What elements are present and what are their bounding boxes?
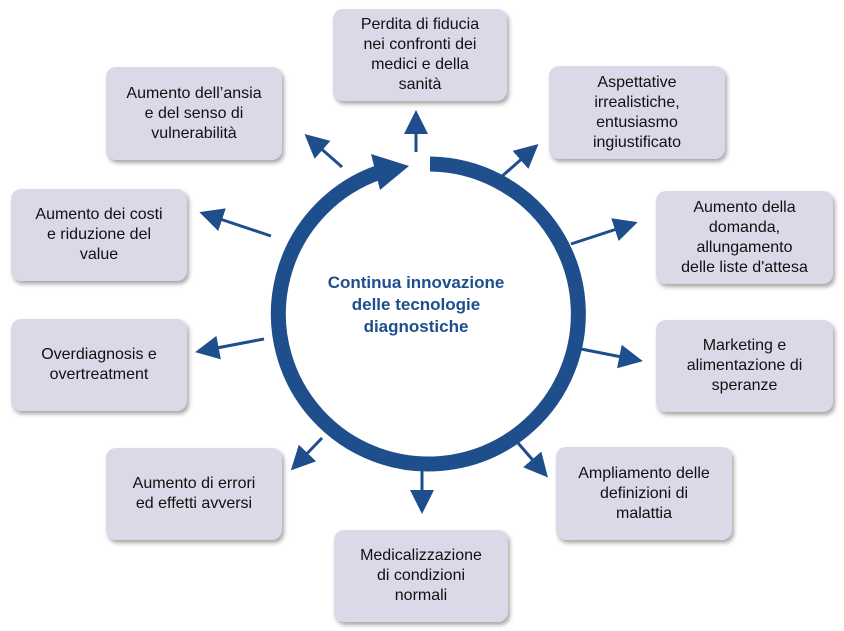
node-left-upper-label: Aumento dei costi e riduzione del value <box>35 206 163 263</box>
node-top-right-label: Aspettative irrealistiche, entusiasmo in… <box>592 73 682 151</box>
node-bottom: Medicalizzazione di condizioni normali <box>334 530 508 622</box>
node-bottom-right-label: Ampliamento delle definizioni di malatti… <box>578 464 710 522</box>
arrow-to-bottom-left <box>290 436 324 471</box>
node-left-lower-label: Overdiagnosis e overtreatment <box>41 346 157 383</box>
arrow-to-top-right <box>499 144 539 180</box>
node-top-right: Aspettative irrealistiche, entusiasmo in… <box>549 66 725 159</box>
arrow-to-bottom-right <box>516 442 548 478</box>
node-left-upper: Aumento dei costi e riduzione del value <box>11 189 187 281</box>
arrow-to-top-left <box>304 134 343 169</box>
node-top-left: Aumento dell’ansia e del senso di vulner… <box>106 67 282 160</box>
node-top-left-label: Aumento dell’ansia e del senso di vulner… <box>126 84 262 142</box>
cycle-ring <box>270 156 586 472</box>
node-bottom-left-label: Aumento di errori ed effetti avversi <box>132 475 256 512</box>
node-top-label: Perdita di fiducia nei confronti dei med… <box>360 16 480 93</box>
node-bottom-left: Aumento di errori ed effetti avversi <box>106 448 282 540</box>
arrow-to-left-lower <box>195 335 265 360</box>
cycle-arrowhead <box>371 154 409 190</box>
arrow-to-right-upper <box>570 218 638 246</box>
node-left-lower: Overdiagnosis e overtreatment <box>11 319 187 411</box>
node-right-lower: Marketing e alimentazione di speranze <box>656 320 833 412</box>
node-right-upper: Aumento della domanda, allungamento dell… <box>656 191 833 284</box>
node-top: Perdita di fiducia nei confronti dei med… <box>333 9 507 101</box>
node-right-upper-label: Aumento della domanda, allungamento dell… <box>681 198 808 276</box>
arrow-to-left-upper <box>199 208 272 238</box>
center-label: Continua innovazione delle tecnologie di… <box>327 273 505 336</box>
node-bottom-right: Ampliamento delle definizioni di malatti… <box>556 447 732 540</box>
node-bottom-label: Medicalizzazione di condizioni normali <box>360 547 482 604</box>
arrow-to-right-lower <box>575 344 643 369</box>
node-right-lower-label: Marketing e alimentazione di speranze <box>686 337 803 394</box>
